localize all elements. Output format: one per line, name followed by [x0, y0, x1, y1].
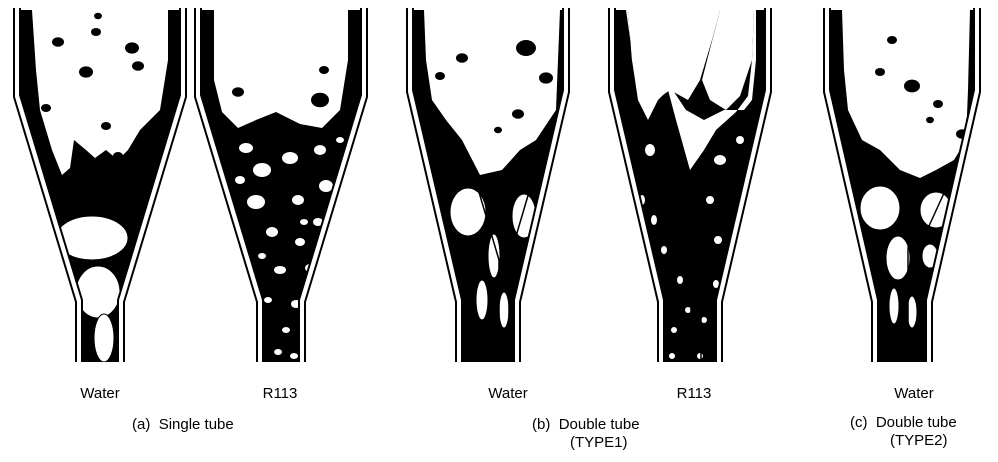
panel-a-r113-bubble — [266, 227, 278, 237]
panel-c-water-droplet — [904, 80, 920, 93]
panel-b-r113-bubble — [701, 317, 707, 323]
caption-c: (c) Double tube — [850, 414, 957, 432]
panel-b-r113-bubble — [651, 215, 657, 225]
panel-a-r113-bubble — [274, 266, 286, 274]
panel-a-r113-bubble — [247, 195, 265, 209]
panel-a-water — [14, 8, 186, 362]
panel-a-r113-bubble — [300, 219, 308, 225]
panel-a-r113-bubble — [282, 152, 298, 164]
panel-c-water-vapor-slug — [889, 288, 899, 324]
panel-a-water-droplet — [101, 122, 111, 130]
panel-b-water-droplet — [512, 109, 524, 119]
panel-b-water-droplet — [516, 40, 536, 56]
panel-b-r113-bubble — [669, 353, 675, 359]
panel-a-r113-droplet — [232, 87, 244, 97]
panel-b-r113-bubble — [714, 236, 722, 244]
panel-b-r113-bubble — [661, 246, 667, 254]
panel-b-r113-bubble — [706, 196, 714, 204]
panel-c-water-droplet — [956, 129, 968, 139]
panel-c-water — [824, 8, 980, 362]
panel-c-water-vapor-slug — [886, 236, 910, 280]
panel-a-water-droplet — [132, 61, 144, 71]
panel-b-r113-bubble — [736, 136, 744, 144]
panel-a-r113-droplet — [319, 66, 329, 74]
panel-b-water-droplet — [494, 127, 502, 133]
caption-b-subtext: (TYPE1) — [570, 434, 628, 452]
panel-label-a-water: Water — [60, 385, 140, 402]
panel-c-water-droplet — [875, 68, 885, 76]
caption-c-text: Double tube — [876, 414, 957, 431]
panel-a-water-vapor-slug — [94, 314, 114, 362]
panel-b-r113-bubble — [677, 276, 683, 284]
panel-b-water-vapor-slug — [499, 292, 509, 328]
panel-a-water-droplet — [125, 42, 139, 53]
panel-b-water-droplet — [539, 72, 553, 83]
panel-a-water-droplet — [94, 13, 102, 19]
panel-b-water-vapor-slug — [512, 194, 536, 238]
panel-b-r113-bubble — [685, 307, 691, 313]
panel-a-r113-bubble — [258, 253, 266, 259]
caption-b: (b) Double tube — [532, 416, 640, 434]
panel-a-r113-bubble — [295, 238, 305, 246]
panel-a-r113-bubble — [336, 137, 344, 143]
panel-b-water-vapor-slug — [476, 280, 488, 320]
panel-a-r113-bubble — [282, 327, 290, 333]
panel-a-r113-bubble — [292, 195, 304, 205]
panel-c-water-droplet — [933, 100, 943, 108]
panel-a-water-flow — [20, 10, 180, 362]
panel-label-b-r113: R113 — [654, 385, 734, 402]
panel-b-water-droplet — [456, 53, 468, 63]
panel-label-c-water: Water — [874, 385, 954, 402]
panel-a-r113 — [195, 8, 367, 362]
panel-a-r113-bubble — [319, 180, 333, 192]
panel-a-water-droplet — [79, 66, 93, 77]
panel-label-a-r113: R113 — [240, 385, 320, 402]
panel-a-water-droplet — [52, 37, 64, 47]
panel-a-r113-bubble — [239, 143, 253, 153]
panel-a-water-vapor-slug — [56, 216, 128, 260]
panel-a-r113-flow — [201, 10, 361, 362]
panel-a-r113-bubble — [235, 176, 245, 184]
caption-c-subtext: (TYPE2) — [890, 432, 948, 450]
panel-c-water-droplet — [926, 117, 934, 123]
panel-a-r113-droplet — [311, 93, 329, 107]
panel-a-r113-bubble — [253, 163, 271, 177]
panel-b-water — [407, 8, 569, 362]
caption-a-text: Single tube — [159, 416, 234, 433]
panel-b-r113-bubble — [697, 353, 703, 359]
panel-a-r113-bubble — [264, 297, 272, 303]
panel-b-r113-bubble — [645, 144, 655, 156]
panel-label-b-water: Water — [468, 385, 548, 402]
panel-c-water-vapor-slug — [860, 186, 900, 230]
panel-b-r113-bubble — [714, 155, 726, 165]
panel-b-r113-bubble — [671, 327, 677, 333]
panel-a-water-droplet — [41, 104, 51, 112]
panel-a-r113-bubble — [274, 349, 282, 355]
panel-b-r113 — [609, 8, 771, 362]
caption-c-id: (c) — [850, 414, 868, 431]
panel-c-water-droplet — [887, 36, 897, 44]
panel-a-water-droplet — [91, 28, 101, 36]
panel-a-water-droplet — [113, 152, 123, 160]
panel-b-water-droplet — [435, 72, 445, 80]
caption-b-text: Double tube — [559, 416, 640, 433]
panel-a-r113-bubble — [314, 145, 326, 155]
panel-a-r113-bubble — [290, 353, 298, 359]
caption-b-id: (b) — [532, 416, 550, 433]
caption-a-id: (a) — [132, 416, 150, 433]
caption-a: (a) Single tube — [132, 416, 234, 434]
